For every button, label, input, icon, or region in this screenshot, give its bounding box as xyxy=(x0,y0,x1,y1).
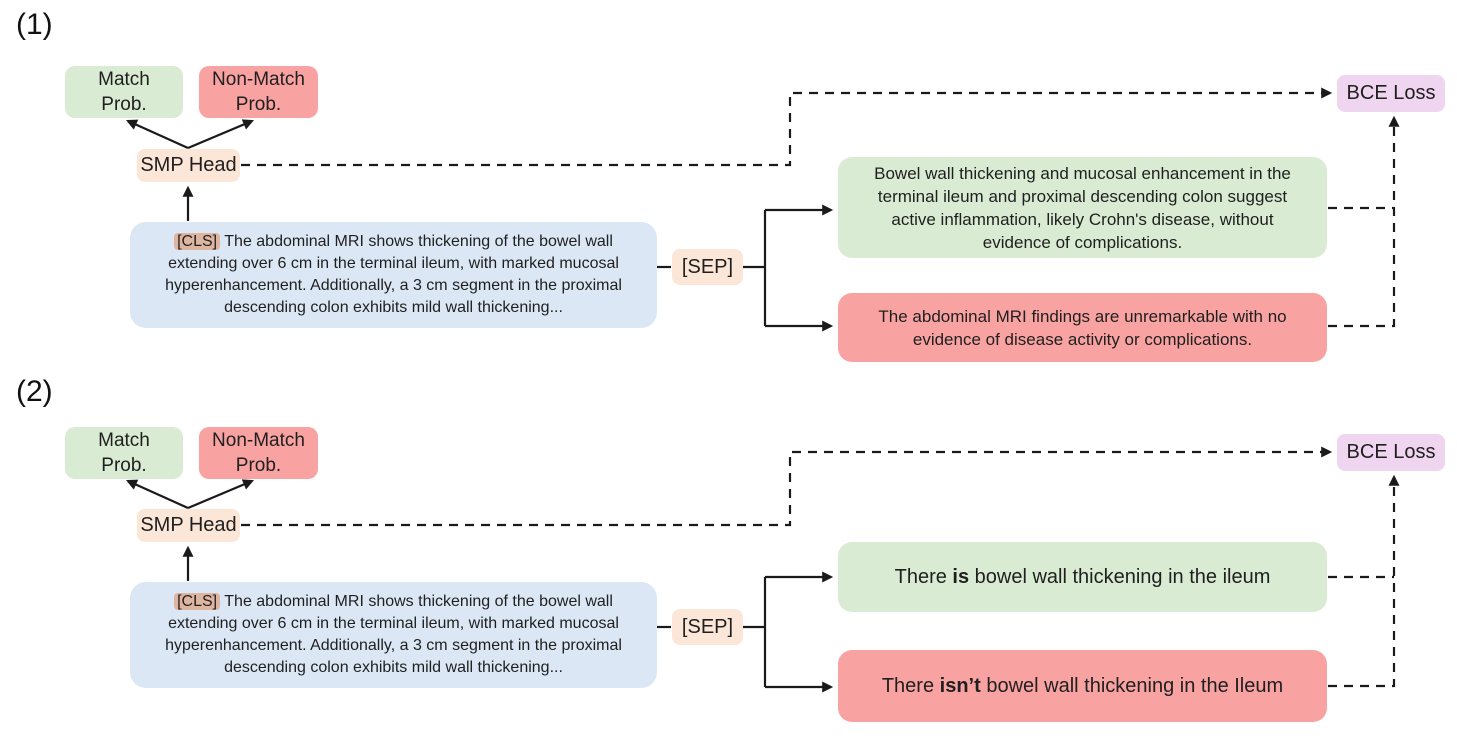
match-prob-box: Match Prob. xyxy=(65,66,183,118)
p1-dashed-smp-to-bce xyxy=(241,87,1333,167)
report-box: [CLS] The abdominal MRI shows thickening… xyxy=(130,582,657,688)
match-sentence-box: There is bowel wall thickening in the il… xyxy=(838,542,1327,612)
match-sentence-text: There is bowel wall thickening in the il… xyxy=(894,566,1271,588)
smp-head-box: SMP Head xyxy=(137,509,240,542)
report-paragraph: [CLS] The abdominal MRI shows thickening… xyxy=(143,231,644,319)
bce-loss-box: BCE Loss xyxy=(1337,434,1445,471)
panel-number-label: (2) xyxy=(16,375,53,408)
non-match-sentence-box: There isn’t bowel wall thickening in the… xyxy=(838,650,1327,722)
match-prob-box: Match Prob. xyxy=(65,427,183,479)
non-match-sentence-box: The abdominal MRI findings are unremarka… xyxy=(838,293,1327,362)
p2-arrow-smp-to-nonmatch xyxy=(187,479,255,510)
bce-loss-box: BCE Loss xyxy=(1337,75,1445,112)
smp-head-box: SMP Head xyxy=(137,149,240,182)
report-box: [CLS] The abdominal MRI shows thickening… xyxy=(130,222,657,328)
cls-token: [CLS] xyxy=(174,593,221,610)
sep-token-box: [SEP] xyxy=(672,249,743,285)
report-paragraph: [CLS] The abdominal MRI shows thickening… xyxy=(143,591,644,679)
p1-arrow-smp-to-nonmatch xyxy=(187,119,255,150)
p2-arrow-smp-to-match xyxy=(125,479,189,510)
panel1-connectors xyxy=(125,87,1400,332)
p1-dashed-nonmatch-sentence-to-bce xyxy=(1328,115,1400,328)
p2-dashed-smp-to-bce xyxy=(241,446,1333,527)
non-match-sentence-text: There isn’t bowel wall thickening in the… xyxy=(881,675,1284,697)
match-sentence-text: Bowel wall thickening and mucosal enhanc… xyxy=(874,163,1291,252)
panel2-connectors xyxy=(125,446,1400,693)
p2-dashed-nonmatch-sentence-to-bce xyxy=(1328,474,1400,688)
report-text: The abdominal MRI shows thickening of th… xyxy=(165,233,622,316)
p1-arrow-smp-to-match xyxy=(125,119,189,150)
non-match-prob-box: Non-Match Prob. xyxy=(199,427,318,479)
sep-token-box: [SEP] xyxy=(672,609,743,645)
non-match-sentence-text: The abdominal MRI findings are unremarka… xyxy=(878,306,1287,349)
non-match-prob-box: Non-Match Prob. xyxy=(199,66,318,118)
report-text: The abdominal MRI shows thickening of th… xyxy=(165,593,622,676)
panel-number-label: (1) xyxy=(16,8,53,41)
cls-token: [CLS] xyxy=(174,233,221,250)
match-sentence-box: Bowel wall thickening and mucosal enhanc… xyxy=(838,157,1327,258)
